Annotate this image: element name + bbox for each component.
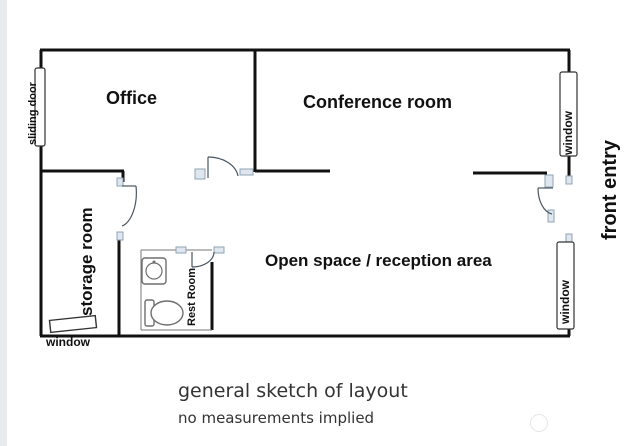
front-entry-door [565,175,573,243]
sink-icon [141,257,167,285]
conference-door [537,174,555,223]
door-swing-arc [207,156,239,177]
restroom-label: Rest Room [186,268,198,326]
storage-room-label: storage room [77,207,96,316]
restroom-door [175,246,225,268]
door-swing-arc [121,185,137,227]
window-frame-top-right [559,71,578,157]
window-label-bottom-right: window [558,279,572,325]
window-label-bottom-left: window [45,335,91,349]
conference-room-label: Conference room [303,92,452,112]
sliding-door-frame [34,67,46,147]
window-frame-bottom-left [48,314,98,334]
door-swing-arc [537,187,553,215]
door-swing-arc [191,251,215,268]
open-space-label: Open space / reception area [265,251,492,270]
outer-walls [39,48,571,338]
window-label-top-right: window [561,110,575,156]
window-frame-bottom-right [556,241,575,330]
front-entry-label: front entry [599,139,621,240]
caption-subtitle: no measurements implied [178,409,375,427]
interior-walls [40,50,547,336]
door-jamb [194,168,206,180]
caption-title: general sketch of layout [178,380,408,402]
storage-door [116,177,137,241]
office-label: Office [106,88,157,108]
toilet-icon [144,299,184,327]
office-door [194,156,254,180]
sliding-door-label: sliding door [27,81,39,145]
left-edge-strip [0,0,7,446]
door-jamb [239,168,254,176]
watermark-mark [530,414,548,432]
